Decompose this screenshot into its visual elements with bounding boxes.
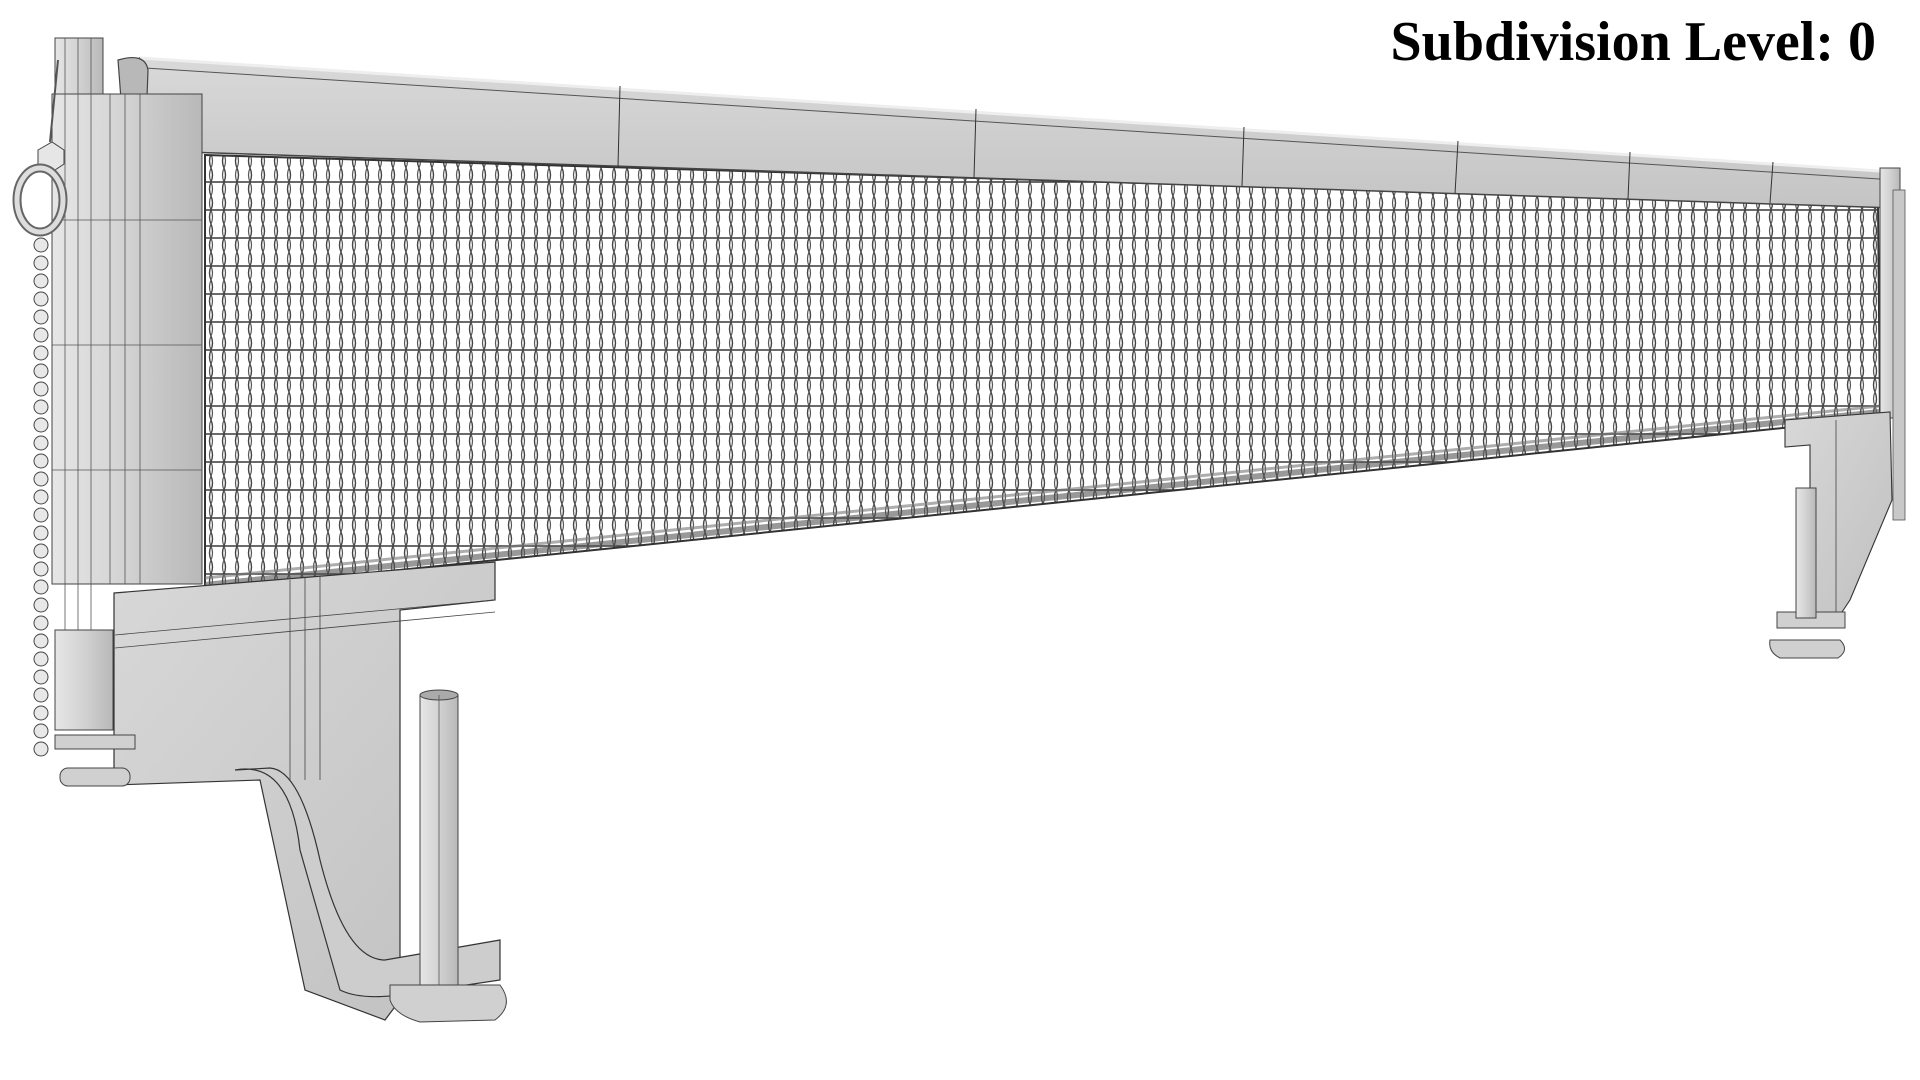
left-clamp-screw (389, 689, 507, 1023)
net-mesh (204, 153, 1882, 592)
right-post (1879, 167, 1906, 521)
left-clamp (54, 561, 501, 1021)
ball-chain (33, 237, 49, 757)
subdivision-level-label: Subdivision Level: 0 (1390, 11, 1876, 73)
right-clamp-screw (1769, 487, 1845, 659)
tension-ring (12, 59, 68, 237)
right-clamp (1776, 411, 1893, 629)
left-post (51, 37, 203, 731)
